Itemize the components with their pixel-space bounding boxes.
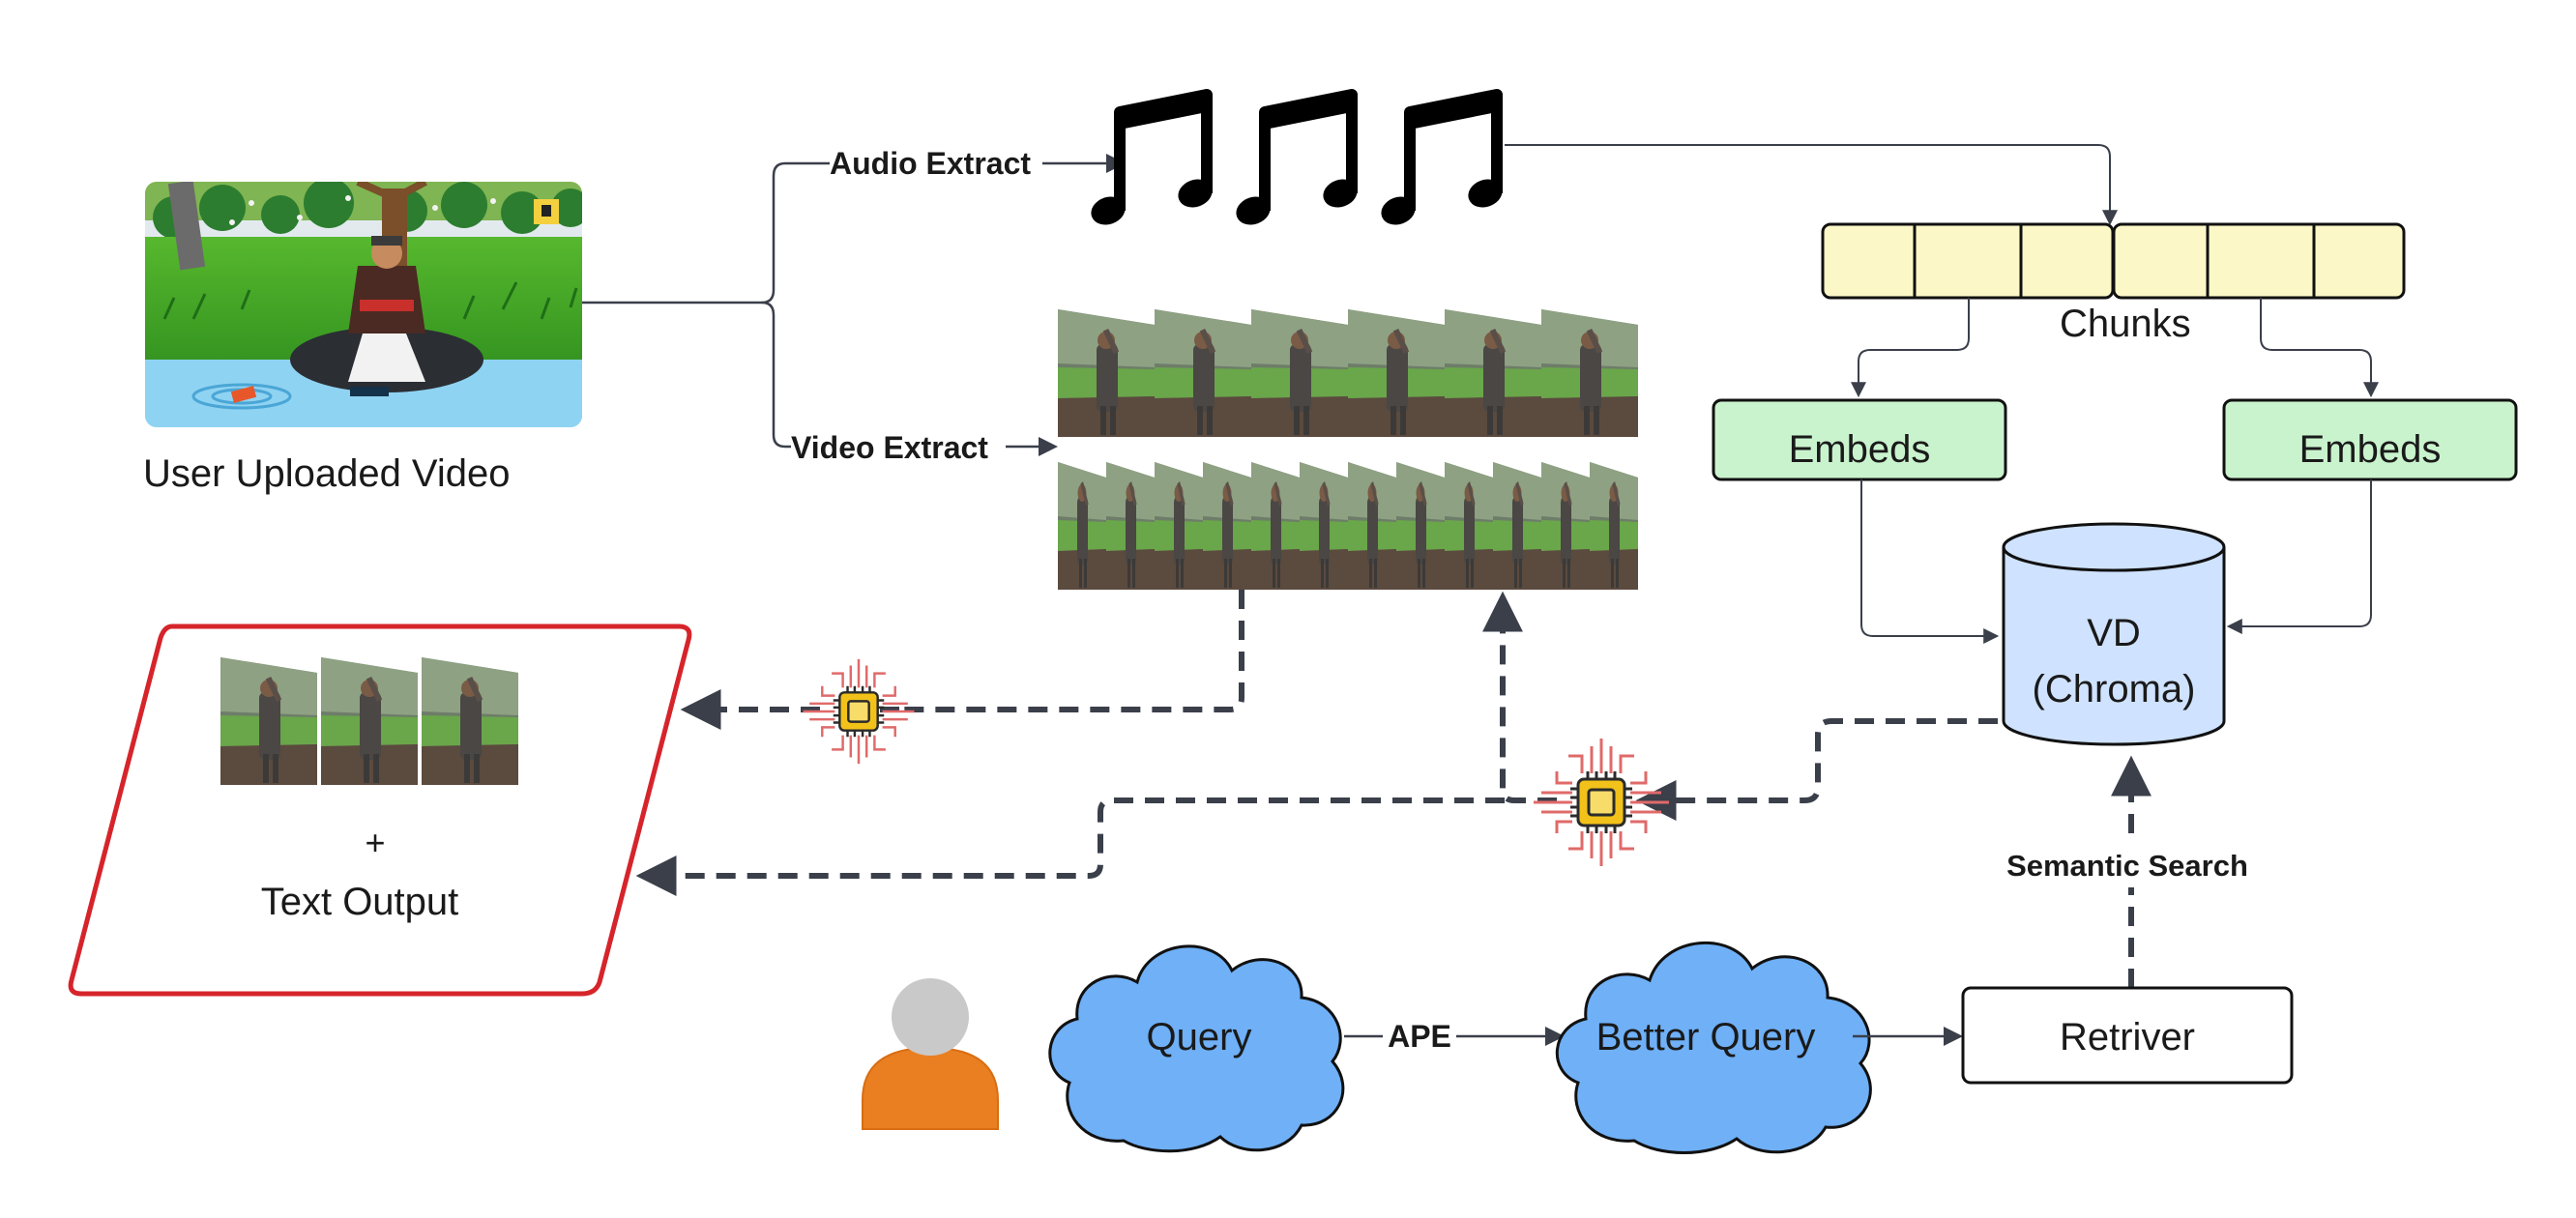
vd-label-line1: VD (2087, 612, 2141, 654)
ai-chip-icon (1532, 737, 1671, 868)
music-note-icon (1232, 95, 1361, 229)
chunks-label: Chunks (2060, 303, 2191, 345)
embeds-left-label: Embeds (1789, 428, 1931, 471)
vd-label-line2: (Chroma) (2033, 668, 2196, 710)
retriever-label: Retriver (2060, 1016, 2195, 1058)
user-icon (862, 978, 999, 1130)
embeds-left-to-db-connector (1860, 479, 2000, 644)
db-to-chip-dashed-arrow (1635, 718, 1998, 821)
uploaded-video-thumbnail (145, 182, 582, 427)
video-frames-row-1 (1058, 309, 1638, 437)
user-video-label: User Uploaded Video (143, 452, 511, 495)
chip-to-frames-dashed-arrow (1482, 591, 1557, 803)
video-extract-label: Video Extract (791, 430, 988, 465)
music-note-icon (1087, 95, 1215, 229)
embeds-box-left (1712, 398, 2007, 481)
better-query-label: Better Query (1596, 1016, 1816, 1058)
output-text-label: Text Output (261, 881, 459, 923)
database-icon (2002, 522, 2226, 746)
ape-label: APE (1388, 1019, 1451, 1054)
chunks-bar (1821, 222, 2406, 300)
video-split-connector (582, 161, 830, 449)
chunks-to-embeds-left-connector (1851, 298, 1970, 398)
music-note-icon (1377, 95, 1506, 229)
embeds-right-to-db-connector (2226, 479, 2372, 634)
ai-chip-icon (802, 657, 916, 766)
query-label: Query (1147, 1016, 1252, 1058)
audio-extract-label: Audio Extract (830, 146, 1031, 181)
chunks-to-embeds-right-connector (2260, 298, 2379, 398)
frames-to-chip-dashed-arrow (899, 590, 1244, 712)
cloud-icon (1555, 941, 1872, 1154)
output-plus-label: + (365, 823, 385, 862)
cloud-icon (1048, 944, 1345, 1153)
video-frames-row-2 (1058, 462, 1638, 590)
chip-to-output-lower-dashed-arrow (635, 798, 1505, 896)
retriever-box (1961, 986, 2294, 1085)
output-frames (220, 657, 518, 785)
audio-to-chunks-connector (1505, 144, 2118, 226)
semantic-search-label: Semantic Search (2006, 849, 2248, 883)
embeds-right-label: Embeds (2299, 428, 2442, 471)
